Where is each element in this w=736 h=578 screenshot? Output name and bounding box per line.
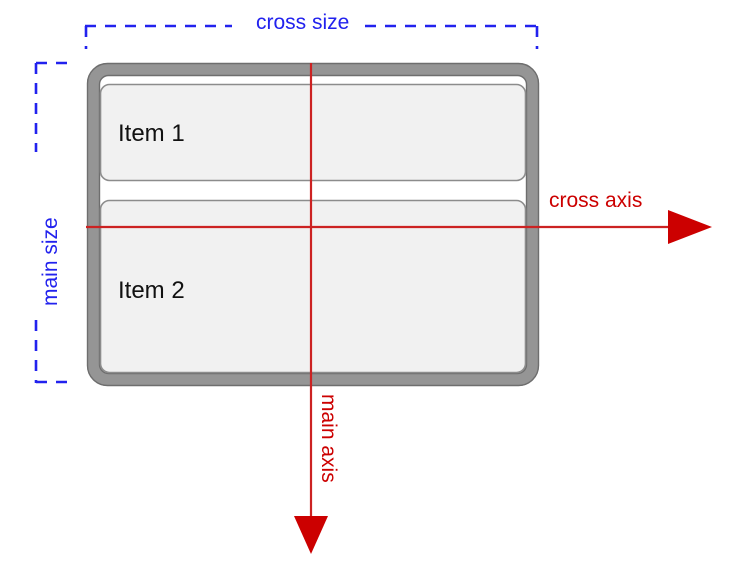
flex-container xyxy=(86,62,540,387)
flex-item-1 xyxy=(99,83,527,182)
main-axis-arrow xyxy=(294,63,328,554)
flex-container-outer-edge xyxy=(86,62,540,387)
cross-axis-arrow xyxy=(86,210,712,244)
cross-size-label: cross size xyxy=(256,11,350,34)
cross-axis-label: cross axis xyxy=(549,189,643,212)
main-axis-label: main axis xyxy=(317,394,340,483)
main-axis-arrowhead xyxy=(294,516,328,554)
main-size-label: main size xyxy=(39,217,62,306)
flex-container-border xyxy=(87,63,539,386)
flex-item-2-box xyxy=(99,199,527,374)
cross-size-bracket xyxy=(84,24,539,49)
flex-item-1-label: Item 1 xyxy=(118,120,185,147)
main-size-bracket xyxy=(34,61,70,384)
flex-container-inner-edge xyxy=(98,74,528,375)
flex-item-1-box xyxy=(99,83,527,182)
cross-axis-arrowhead xyxy=(668,210,712,244)
flex-item-2-label: Item 2 xyxy=(118,277,185,304)
flex-item-2 xyxy=(99,199,527,374)
